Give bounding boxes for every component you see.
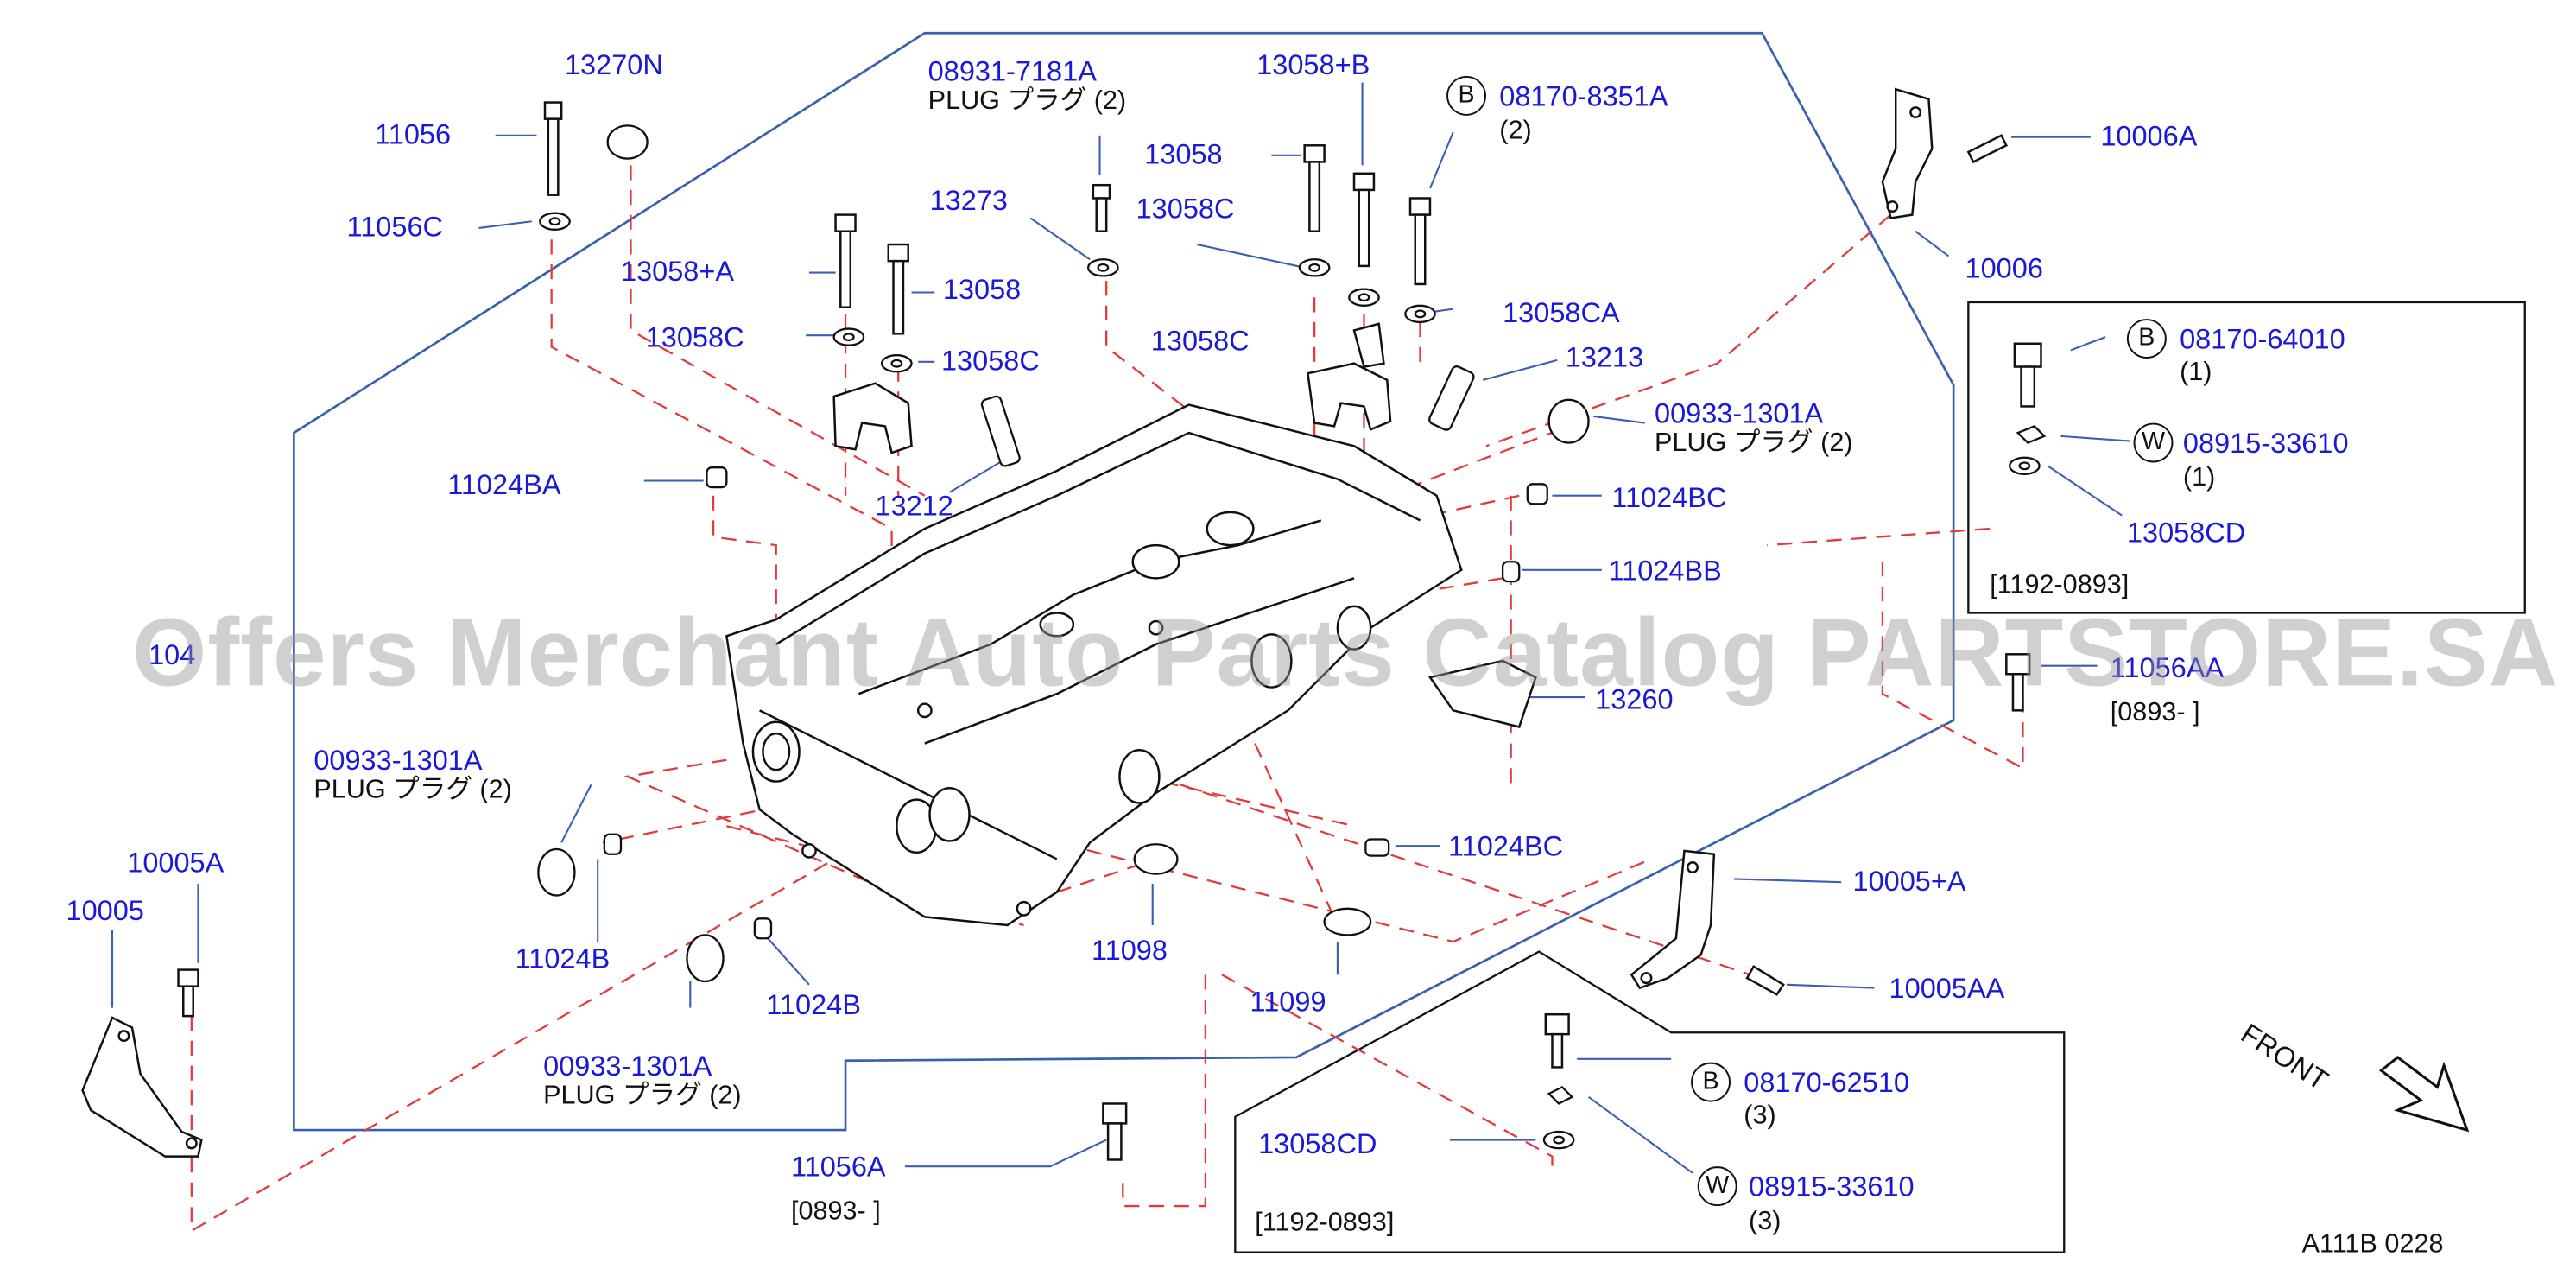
inset-bottom-seal: 13058CD <box>1258 1128 1377 1160</box>
part-13058C-mid: 13058C <box>1150 325 1250 358</box>
inset-top-b-circle: B <box>2126 319 2167 359</box>
inset-box-bottom <box>1234 950 2066 1253</box>
part-11024BA: 11024BA <box>447 469 561 501</box>
part-00933-left: 00933-1301A <box>313 745 483 777</box>
part-00933-right: 00933-1301A <box>1655 397 1824 430</box>
part-13058-left: 13058 <box>942 274 1022 306</box>
label-leaders <box>111 82 2130 1174</box>
front-arrow <box>2378 1056 2470 1133</box>
part-00933-left-plug: PLUG プラグ (2) <box>313 776 512 805</box>
inset-bottom-range: [1192-0893] <box>1255 1209 1395 1238</box>
part-08170-8351A: 08170-8351A <box>1499 80 1668 113</box>
cylinder-head <box>725 403 1463 927</box>
part-13058C-top: 13058C <box>1136 193 1235 225</box>
part-08170-8351A-qty: (2) <box>1499 117 1532 146</box>
part-11099: 11099 <box>1250 986 1326 1019</box>
inset-bottom-w-circle: W <box>1697 1166 1737 1207</box>
part-11024BC-bottom: 11024BC <box>1447 830 1564 863</box>
part-11056: 11056 <box>375 118 452 151</box>
part-13260: 13260 <box>1595 683 1674 716</box>
inset-top-w-circle: W <box>2133 422 2174 463</box>
inset-bottom-washer: 08915-33610 <box>1749 1171 1915 1203</box>
inset-top-seal: 13058CD <box>2126 517 2246 549</box>
part-13213: 13213 <box>1565 341 1644 374</box>
part-13270N: 13270N <box>564 49 663 81</box>
brackets <box>81 87 1934 1158</box>
part-00933-bottom-plug: PLUG プラグ (2) <box>543 1082 742 1111</box>
part-13058CA: 13058CA <box>1503 297 1620 329</box>
part-13058C-left-2: 13058C <box>940 345 1040 378</box>
inset-top-washer-qty: (1) <box>2182 464 2216 492</box>
inset-top-range: [1192-0893] <box>1990 571 2130 600</box>
part-10006A: 10006A <box>2100 120 2198 152</box>
inset-bottom-b-circle: B <box>1691 1062 1731 1102</box>
part-11024BC-top: 11024BC <box>1611 482 1727 514</box>
part-11056A: 11056A <box>790 1151 886 1184</box>
part-13273: 13273 <box>929 185 1008 217</box>
inset-bottom-bolt: 08170-62510 <box>1744 1067 1909 1099</box>
assembly-outline <box>293 31 1955 1132</box>
washers-and-plugs <box>537 124 2047 1150</box>
part-11024B-2: 11024B <box>766 989 861 1021</box>
part-104: 104 <box>149 639 196 671</box>
inset-top-bolt-qty: (1) <box>2180 358 2212 387</box>
inset-bottom-washer-qty: (3) <box>1749 1207 1782 1236</box>
part-13058-top: 13058 <box>1144 138 1223 170</box>
part-13058-plus-a: 13058+A <box>620 256 735 288</box>
part-10006: 10006 <box>1965 252 2043 284</box>
inset-bottom-bolt-qty: (3) <box>1744 1101 1776 1131</box>
inset-top-washer: 08915-33610 <box>2182 428 2349 460</box>
part-08931-plug: PLUG プラグ (2) <box>927 87 1127 116</box>
part-13212: 13212 <box>875 490 953 523</box>
part-11098: 11098 <box>1091 935 1168 967</box>
part-11024BB: 11024BB <box>1608 555 1722 587</box>
inset-box-top-right <box>1967 301 2526 614</box>
part-13058-plus-b: 13058+B <box>1256 49 1370 81</box>
part-00933-bottom: 00933-1301A <box>543 1050 712 1082</box>
part-10005AA: 10005AA <box>1889 973 2005 1005</box>
part-11024B-1: 11024B <box>515 942 611 975</box>
part-00933-right-plug: PLUG プラグ (2) <box>1655 429 1853 458</box>
bolt-b-circle-top: B <box>1446 75 1486 116</box>
part-11056AA: 11056AA <box>2110 652 2225 684</box>
part-10005A: 10005A <box>127 847 225 879</box>
inset-top-bolt: 08170-64010 <box>2180 323 2345 356</box>
part-11056AA-range: [0893- ] <box>2110 698 2200 727</box>
part-08931-7181A: 08931-7181A <box>927 56 1097 88</box>
part-13058C-left-1: 13058C <box>645 321 744 354</box>
part-10005-plus-a: 10005+A <box>1852 866 1966 898</box>
part-11056C: 11056C <box>346 211 444 244</box>
part-11056A-range: [0893- ] <box>790 1197 881 1227</box>
bolts <box>177 101 2042 1161</box>
part-10005: 10005 <box>66 895 144 927</box>
diagram-code: A111B 0228 <box>2301 1230 2444 1260</box>
